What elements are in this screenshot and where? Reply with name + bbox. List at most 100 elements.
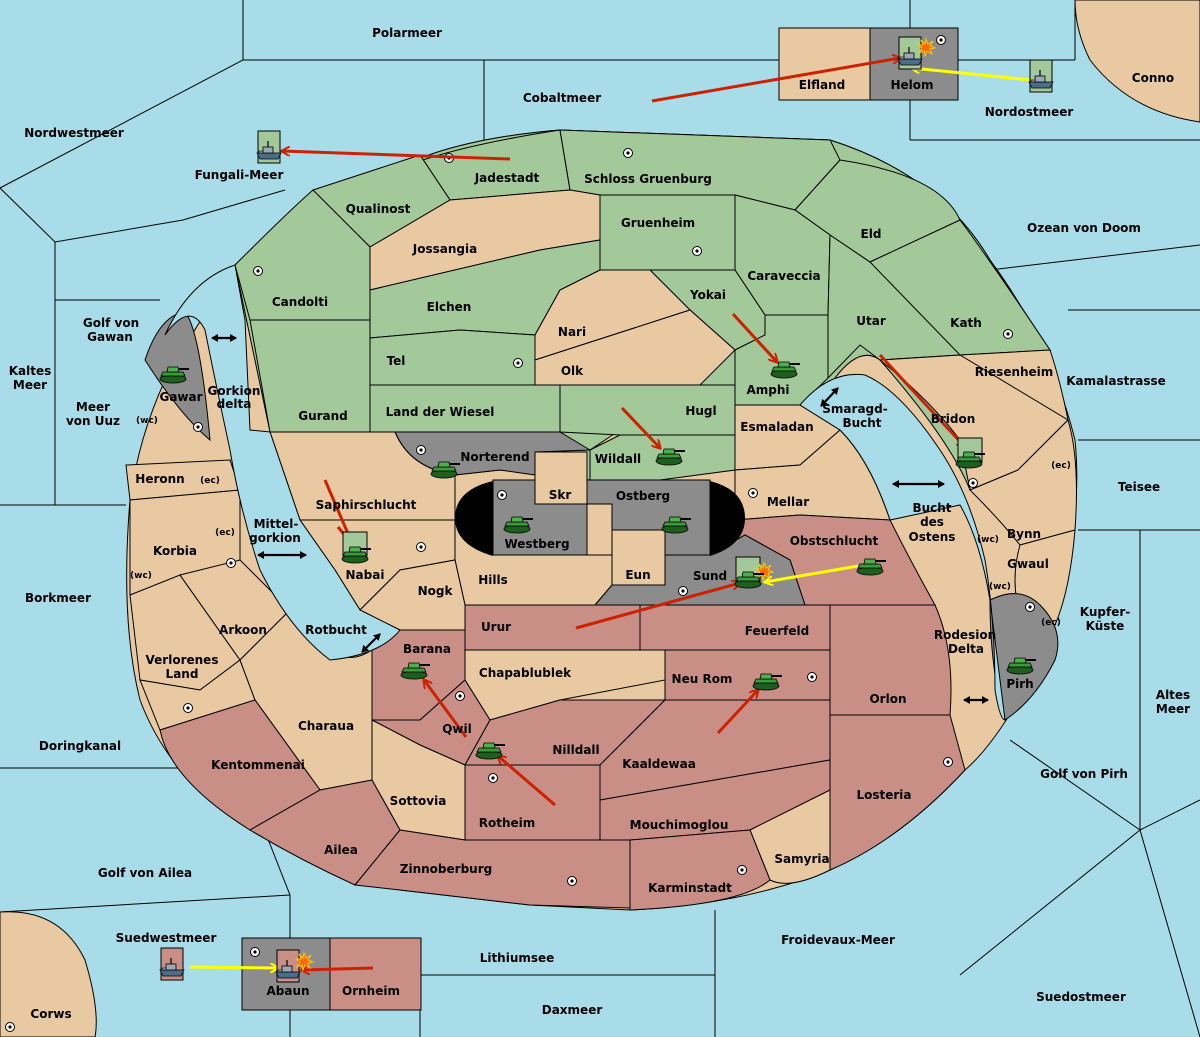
supply-center-icon [737, 865, 747, 875]
supply-center-icon [1025, 602, 1035, 612]
label-gwaul: Gwaul [1007, 557, 1049, 571]
label-golf-ailea: Golf von Ailea [98, 866, 192, 880]
label-eun: Eun [625, 568, 650, 582]
supply-center-icon [193, 422, 203, 432]
province-ornheim[interactable] [329, 937, 422, 1011]
order-line [189, 967, 278, 968]
order-line [716, 690, 758, 735]
label-gorkion-1: Gorkion [208, 384, 261, 398]
label-conno: Conno [1132, 71, 1174, 85]
fleet-suedwestmeer[interactable] [159, 947, 185, 981]
label-ornheim: Ornheim [342, 984, 400, 998]
fleet-abaun[interactable] [275, 949, 314, 983]
label-sund: Sund [693, 569, 727, 583]
label-kath: Kath [950, 316, 982, 330]
fleet-helom[interactable] [897, 36, 936, 70]
label-bridon: Bridon [931, 412, 976, 426]
label-nordostmeer: Nordostmeer [985, 105, 1074, 119]
supply-center-icon [623, 148, 633, 158]
province-samyria[interactable] [749, 789, 831, 884]
label-altes-2: Meer [1156, 702, 1190, 716]
label-utar: Utar [856, 314, 886, 328]
label-mellar: Mellar [767, 495, 809, 509]
province-karminstadt[interactable] [629, 829, 771, 911]
label-obstschlucht: Obstschlucht [790, 534, 879, 548]
label-eld: Eld [861, 227, 882, 241]
label-rodesion-1: Rodesion [934, 628, 996, 642]
order-line [575, 583, 740, 630]
province-saphirschlucht[interactable] [269, 431, 456, 521]
label-urur: Urur [481, 620, 511, 634]
label-bucht-ostens-1: Bucht [912, 501, 951, 515]
label-kaltes-1: Kaltes [9, 364, 52, 378]
label-kentommenai: Kentommenai [211, 758, 305, 772]
label-mittel-2: gorkion [249, 531, 301, 545]
label-kupfer-2: Küste [1086, 619, 1125, 633]
province-corws[interactable] [0, 911, 97, 1037]
label-sottovia: Sottovia [390, 794, 447, 808]
supply-center-icon [416, 445, 426, 455]
label-hills: Hills [478, 573, 508, 587]
channel-gorkion[interactable] [164, 264, 401, 661]
label-ostberg: Ostberg [616, 489, 670, 503]
province-skr[interactable] [534, 451, 588, 505]
supply-center-icon [416, 542, 426, 552]
label-land-der-wiesel: Land der Wiesel [386, 405, 495, 419]
label-pirh: Pirh [1006, 677, 1033, 691]
province-elfland[interactable] [778, 27, 871, 101]
province-bynn[interactable] [969, 419, 1077, 546]
label-lithiumsee: Lithiumsee [480, 951, 555, 965]
label-bucht-ostens-2: des [920, 515, 944, 529]
label-kamalastrasse: Kamalastrasse [1066, 374, 1166, 388]
supply-center-icon [488, 773, 498, 783]
label-golf-gawan-1: Golf von [83, 316, 139, 330]
supply-center-icon [567, 876, 577, 886]
order-line [878, 353, 965, 447]
label-teisee: Teisee [1118, 480, 1160, 494]
label-rotbucht: Rotbucht [305, 623, 367, 637]
label-helom: Helom [890, 78, 933, 92]
label-qualinost: Qualinost [346, 202, 411, 216]
order-line [912, 68, 1031, 82]
label-yokai: Yokai [689, 288, 726, 302]
supply-center-icon [455, 691, 465, 701]
label-tel: Tel [387, 354, 406, 368]
label-suedostmeer: Suedostmeer [1036, 990, 1126, 1004]
order-line [731, 312, 777, 362]
label-meer-uuz-1: Meer [76, 400, 110, 414]
label-abaun: Abaun [266, 984, 309, 998]
label-caraveccia: Caraveccia [747, 269, 820, 283]
supply-center-icon [692, 246, 702, 256]
double-arrow-icon [361, 633, 381, 653]
province-conno[interactable] [1074, 0, 1200, 123]
label-samyria: Samyria [774, 852, 829, 866]
label-gawar-wc: (wc) [136, 416, 158, 426]
supply-center-icon [183, 703, 193, 713]
province-eun[interactable] [611, 529, 666, 586]
supply-center-icon [968, 478, 978, 488]
order-line [302, 968, 374, 970]
double-arrow-icon [820, 387, 839, 407]
channel-east[interactable] [799, 373, 1006, 721]
label-heronn: Heronn [135, 472, 184, 486]
fleet-nordostmeer[interactable] [1028, 59, 1054, 93]
label-wildall: Wildall [595, 452, 641, 466]
label-arkoon: Arkoon [219, 623, 267, 637]
order-line [651, 58, 900, 103]
label-korbia: Korbia [153, 544, 197, 558]
province-ailea[interactable] [249, 779, 401, 886]
label-gawar: Gawar [159, 390, 202, 404]
supply-center-icon [5, 1022, 15, 1032]
province-olk[interactable] [534, 309, 736, 386]
label-chapablublek: Chapablublek [479, 666, 572, 680]
order-line [498, 756, 556, 807]
province-losteria[interactable] [829, 714, 966, 871]
label-altes-1: Altes [1156, 688, 1190, 702]
province-gruenheim[interactable] [599, 194, 736, 271]
label-elfland: Elfland [799, 78, 845, 92]
province-candolti[interactable] [234, 189, 371, 321]
label-korbia-wc: (wc) [130, 571, 152, 581]
fleet-fungali[interactable] [256, 130, 282, 164]
